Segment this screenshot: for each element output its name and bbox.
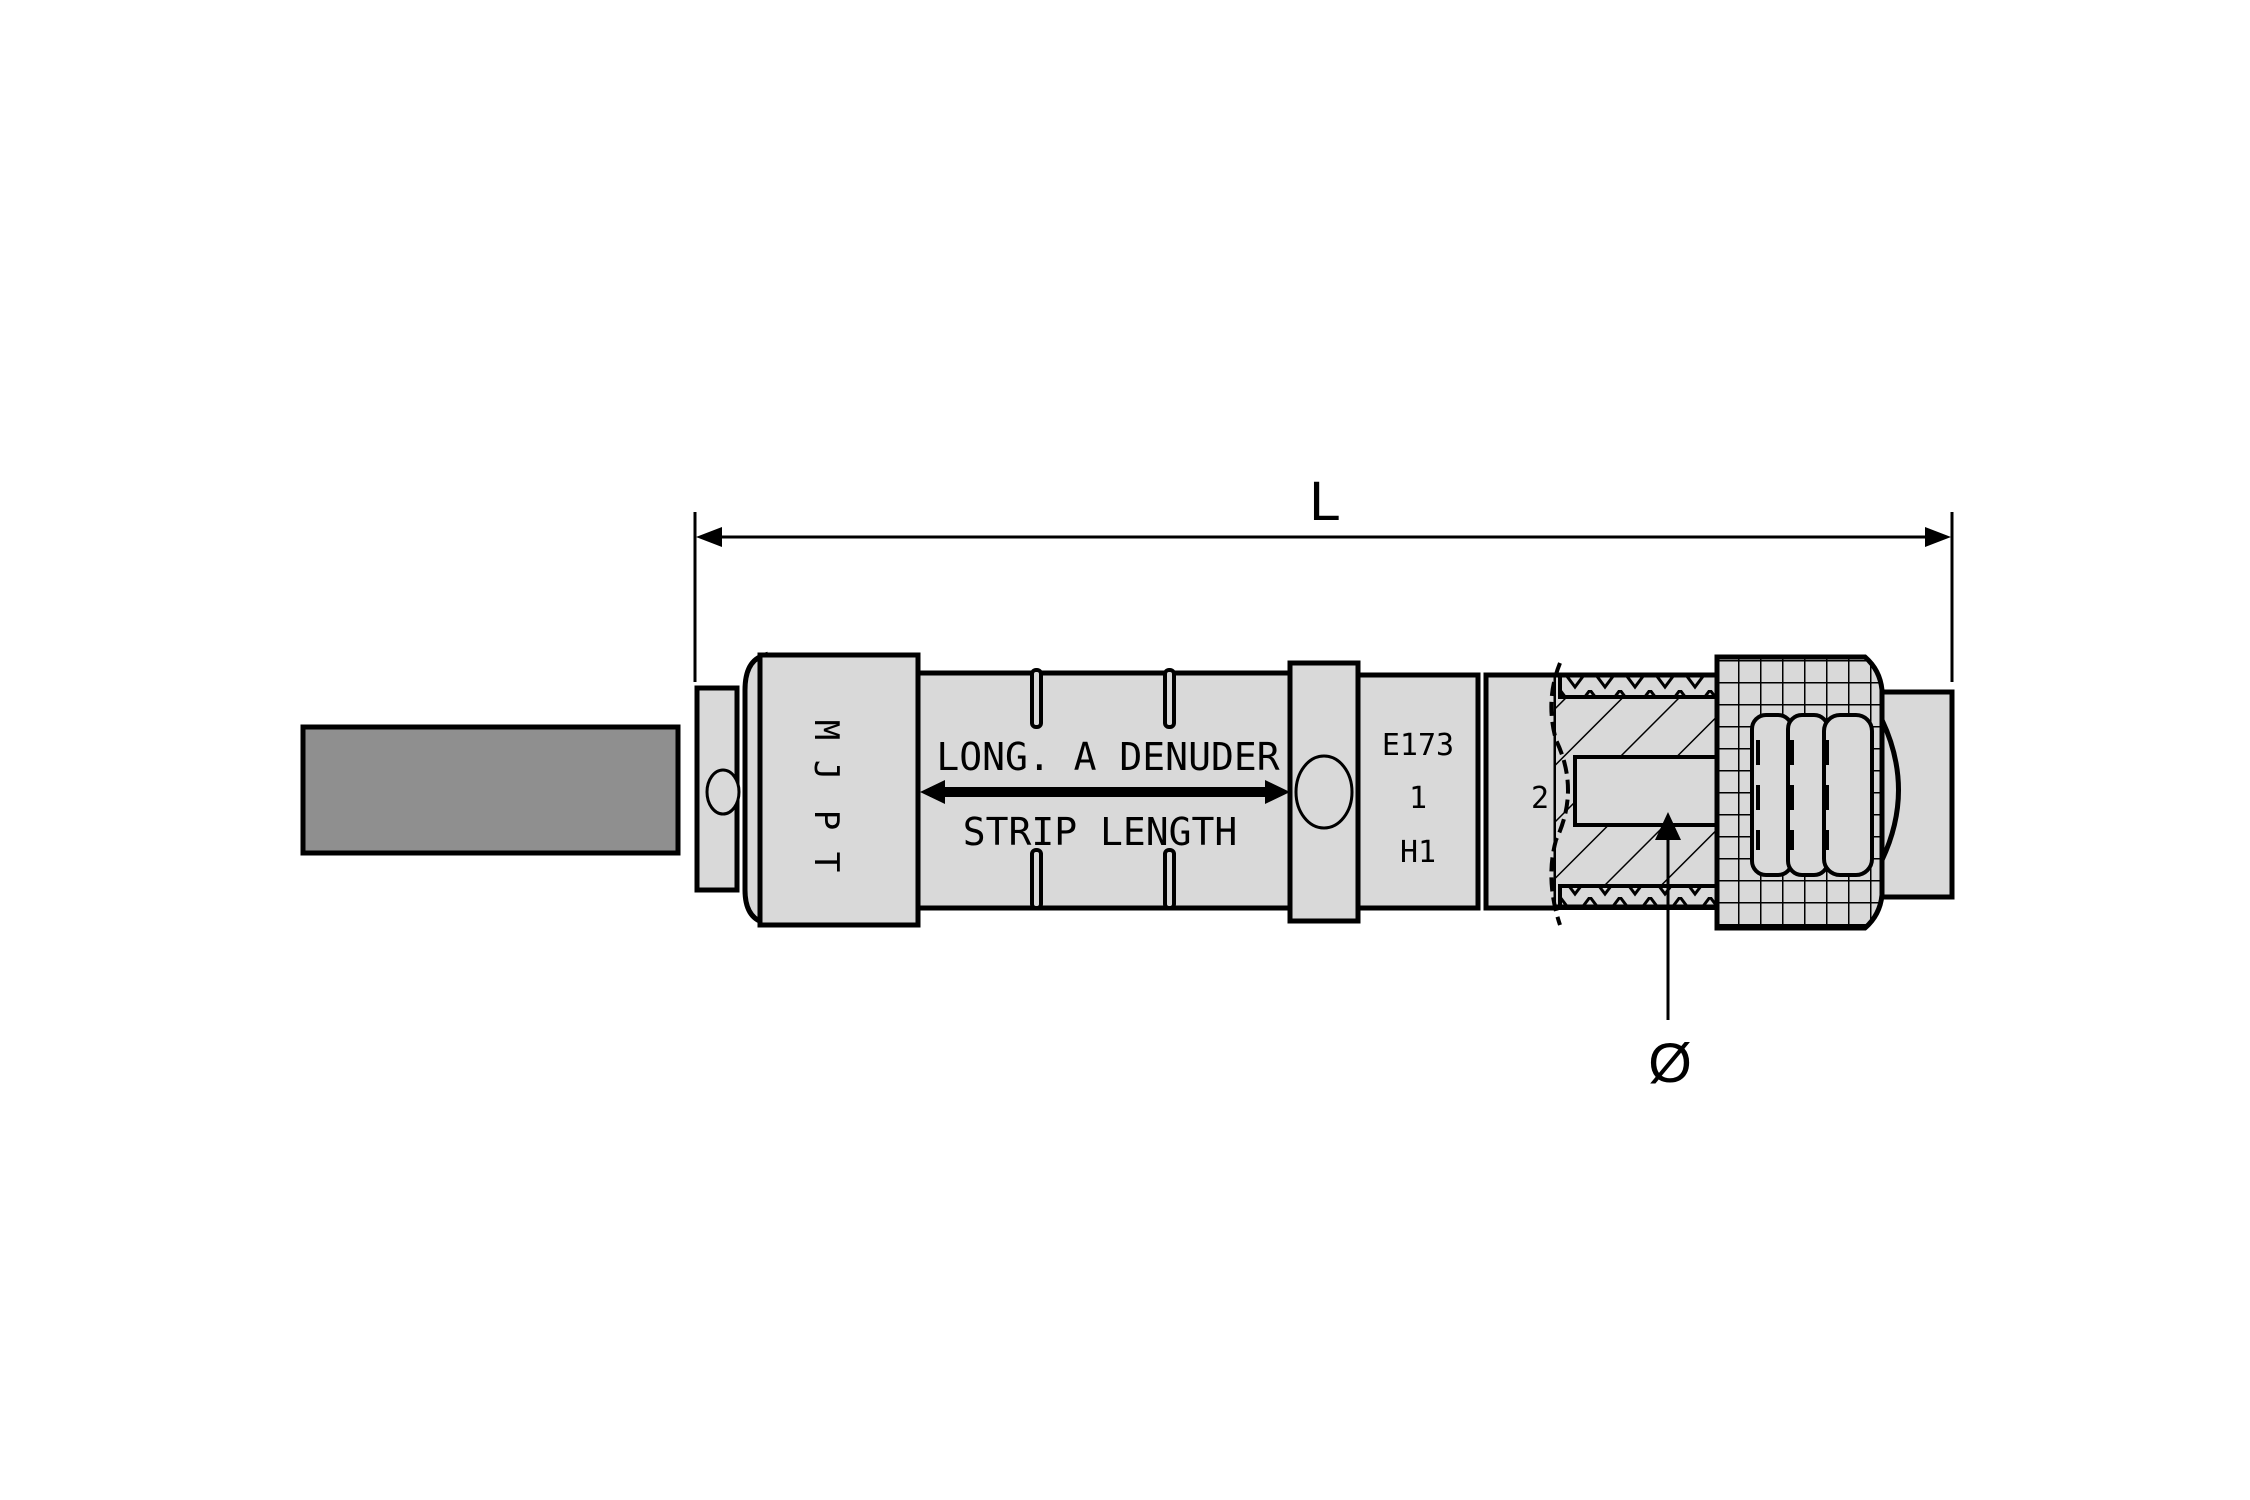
section-two <box>1483 672 1559 911</box>
brand-marking: M J P T <box>806 720 846 872</box>
arrow-up-icon <box>1655 812 1681 840</box>
svg-text:M: M <box>806 720 846 740</box>
nut <box>1714 654 1885 931</box>
cable-rod <box>300 724 681 856</box>
arrow-right-icon <box>1925 527 1951 547</box>
collar-hole <box>705 768 741 816</box>
code-line3: H1 <box>1400 835 1436 870</box>
svg-text:J: J <box>806 760 846 780</box>
diameter-label: Ø <box>1648 1031 1692 1094</box>
code-section <box>1355 672 1481 911</box>
svg-text:T: T <box>806 852 846 872</box>
section-number: 2 <box>1531 781 1549 816</box>
code-label: E173 <box>1382 728 1454 763</box>
diameter-dimension: Ø <box>1648 812 1692 1094</box>
code-line2: 1 <box>1409 781 1427 816</box>
denuder-label: LONG. A DENUDER <box>936 735 1279 779</box>
length-dimension: L <box>693 469 1954 682</box>
brand-cap <box>757 652 921 928</box>
length-label: L <box>1309 469 1340 532</box>
strip-length-label: STRIP LENGTH <box>963 810 1238 854</box>
cutaway-tube <box>1549 662 1733 926</box>
ring-hole <box>1294 754 1354 830</box>
strip-length-arrow <box>920 780 1290 804</box>
arrow-left-icon <box>696 527 722 547</box>
end-cap <box>1879 689 1955 900</box>
svg-text:P: P <box>806 810 846 830</box>
slots <box>1030 668 1176 910</box>
